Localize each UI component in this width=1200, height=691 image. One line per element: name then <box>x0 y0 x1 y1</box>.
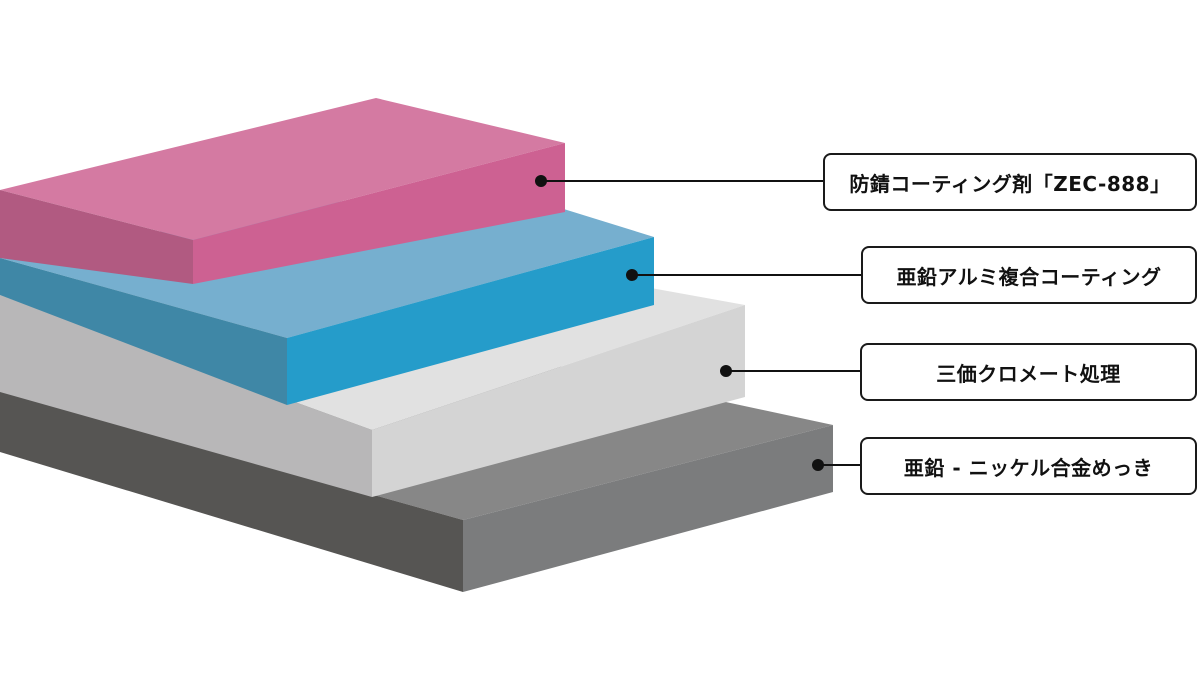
layer-3-front-face <box>372 305 745 497</box>
leader-dot-4 <box>812 459 824 471</box>
leader-dot-3 <box>720 365 732 377</box>
layer-2-front-face <box>287 237 654 405</box>
layer-4-side-face <box>0 390 463 592</box>
layer-1-top-face <box>0 98 565 240</box>
layer-anti-rust-coating <box>0 98 565 284</box>
layer-3-side-face <box>0 295 372 497</box>
label-trivalent-chromate: 三価クロメート処理 <box>860 343 1197 401</box>
label-anti-rust-coating: 防錆コーティング剤「ZEC-888」 <box>823 153 1197 211</box>
label-zinc-nickel-plating: 亜鉛 - ニッケル合金めっき <box>860 437 1197 495</box>
label-zinc-aluminum-coating: 亜鉛アルミ複合コーティング <box>861 246 1197 304</box>
leader-lines <box>535 175 861 471</box>
layer-1-side-face <box>0 190 193 284</box>
layer-4-front-face <box>463 425 833 592</box>
layer-2-side-face <box>0 258 287 405</box>
leader-dot-1 <box>535 175 547 187</box>
leader-dot-2 <box>626 269 638 281</box>
layer-1-front-face <box>193 143 565 284</box>
